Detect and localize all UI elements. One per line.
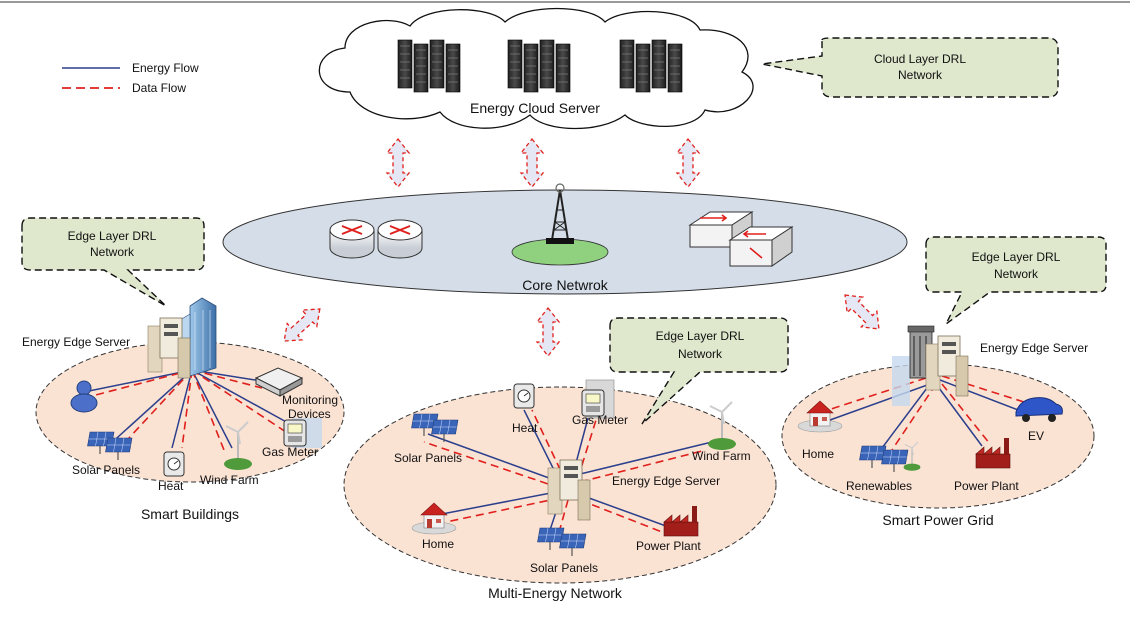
smart-buildings-title: Smart Buildings bbox=[141, 506, 239, 522]
left-wind-label: Wind Farm bbox=[200, 473, 259, 487]
core-network: Core Netwrok bbox=[222, 183, 908, 295]
mid-heat-label: Heat bbox=[512, 421, 538, 435]
gas-meter-icon bbox=[581, 379, 615, 419]
tower-icon bbox=[511, 183, 609, 266]
router-icon bbox=[329, 219, 375, 259]
renewables-label: Renewables bbox=[846, 479, 912, 493]
arrow-cloud-core-right bbox=[676, 138, 700, 188]
arrow-cloud-core-left bbox=[386, 138, 410, 188]
mid-wind-label: Wind Farm bbox=[692, 449, 751, 463]
cloud-callout-line1: Cloud Layer DRL bbox=[874, 52, 966, 66]
smart-buildings-region: Energy Edge Server Monitoring Devices Ga… bbox=[22, 297, 345, 522]
right-home-label: Home bbox=[802, 447, 834, 461]
mid-callout-line2: Network bbox=[678, 347, 723, 361]
legend-data-label: Data Flow bbox=[132, 81, 186, 95]
right-edge-callout: Edge Layer DRL Network bbox=[925, 236, 1107, 325]
mid-home-label: Home bbox=[422, 537, 454, 551]
left-callout-line1: Edge Layer DRL bbox=[68, 229, 157, 243]
heat-icon bbox=[513, 383, 535, 409]
cloud-layer: Energy Cloud Server bbox=[318, 7, 754, 130]
mid-edge-callout: Edge Layer DRL Network bbox=[609, 317, 789, 425]
monitoring-device-icon bbox=[254, 367, 304, 397]
switch-icon bbox=[688, 211, 794, 267]
multi-energy-title: Multi-Energy Network bbox=[488, 585, 623, 601]
arrow-core-right bbox=[836, 286, 888, 338]
smart-power-grid-title: Smart Power Grid bbox=[882, 512, 993, 528]
right-edge-server-label: Energy Edge Server bbox=[980, 341, 1088, 355]
left-heat-label: Heat bbox=[158, 479, 184, 493]
left-solar-label: Solar Panels bbox=[72, 463, 140, 477]
ev-icon bbox=[1015, 397, 1063, 422]
monitoring-label-line2: Devices bbox=[288, 407, 331, 421]
mid-edge-server-label: Energy Edge Server bbox=[612, 474, 720, 488]
mid-callout-line1: Edge Layer DRL bbox=[656, 329, 745, 343]
ev-label: EV bbox=[1028, 429, 1044, 443]
heat-icon bbox=[163, 451, 185, 477]
mid-gas-meter-label: Gas Meter bbox=[572, 413, 628, 427]
mid-power-plant-label: Power Plant bbox=[636, 539, 701, 553]
arrow-core-mid bbox=[536, 307, 560, 357]
legend-energy-label: Energy Flow bbox=[132, 61, 199, 75]
left-edge-server-label: Energy Edge Server bbox=[22, 335, 130, 349]
arrow-core-left bbox=[276, 300, 328, 350]
core-label: Core Netwrok bbox=[522, 277, 609, 293]
right-power-plant-label: Power Plant bbox=[954, 479, 1019, 493]
right-callout-line2: Network bbox=[994, 267, 1039, 281]
router-icon bbox=[377, 219, 423, 259]
legend: Energy Flow Data Flow bbox=[62, 61, 199, 95]
multi-energy-region: Energy Edge Server Heat Gas Meter Solar … bbox=[343, 379, 777, 601]
cloud-callout: Cloud Layer DRL Network bbox=[761, 37, 1059, 98]
left-edge-callout: Edge Layer DRL Network bbox=[21, 217, 205, 307]
left-gas-meter-label: Gas Meter bbox=[262, 445, 318, 459]
cloud-callout-line2: Network bbox=[898, 68, 943, 82]
monitoring-label-line1: Monitoring bbox=[282, 393, 338, 407]
mid-solar-bottom-label: Solar Panels bbox=[530, 561, 598, 575]
left-callout-line2: Network bbox=[90, 245, 135, 259]
smart-power-grid-region: Energy Edge Server Home EV Renewables Po… bbox=[781, 325, 1095, 528]
mid-solar-top-label: Solar Panels bbox=[394, 451, 462, 465]
user-icon bbox=[70, 380, 98, 413]
gas-meter-icon bbox=[283, 418, 322, 448]
right-callout-line1: Edge Layer DRL bbox=[972, 250, 1061, 264]
cloud-label: Energy Cloud Server bbox=[470, 100, 600, 116]
arrow-cloud-core-mid bbox=[520, 138, 544, 188]
